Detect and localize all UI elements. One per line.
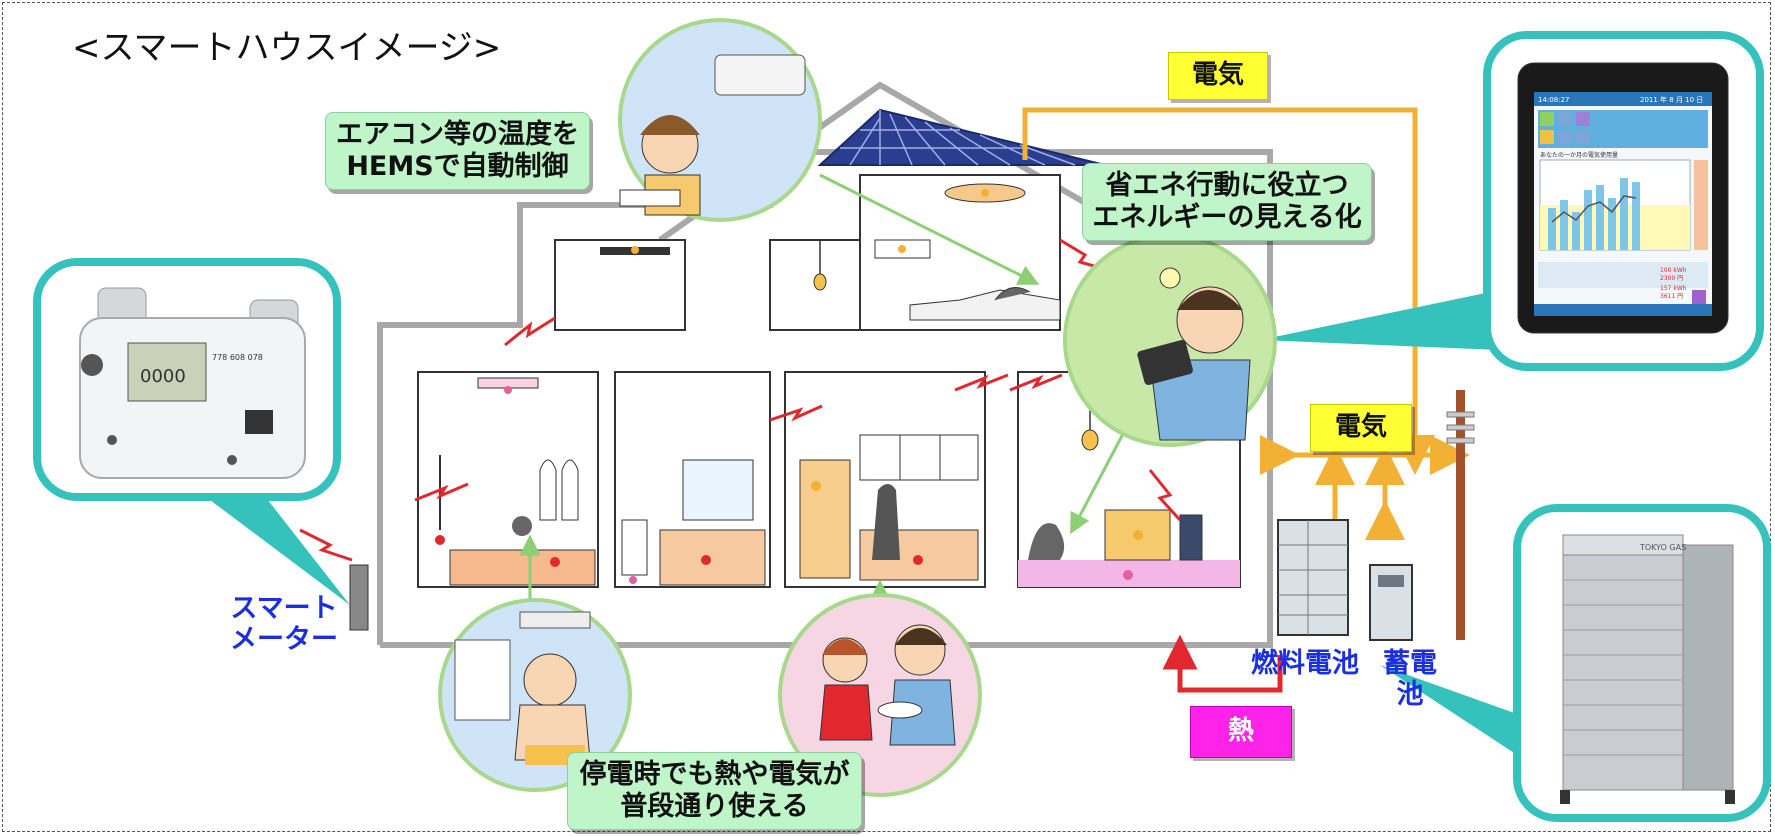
smart-meter-device — [349, 564, 369, 631]
tablet-usage-yen: 2300 円 — [1660, 275, 1683, 282]
upstairs-rooms — [554, 174, 1061, 331]
meter-reading: 0000 — [140, 366, 186, 387]
tablet-usage-kwh: 100 kWh — [1660, 267, 1687, 274]
tablet-chart-title: あなたの一か月の電気使用量 — [1540, 151, 1618, 159]
gas-meter-photo-callout — [33, 258, 341, 501]
fuel-cell-unit — [1277, 519, 1349, 636]
electricity-label-right: 電気 — [1310, 404, 1412, 452]
tablet-photo-callout — [1483, 31, 1764, 371]
storage-battery-unit — [1369, 564, 1413, 641]
smart-meter-label: スマート メーター — [230, 593, 338, 656]
bath-person-circle — [438, 598, 632, 792]
outage-callout: 停電時でも熱や電気が 普段通り使える — [567, 752, 862, 830]
electricity-lines — [1022, 107, 1470, 540]
meter-serial: 778 608 078 — [212, 353, 263, 362]
visualization-callout: 省エネ行動に役立つ エネルギーの見える化 — [1082, 163, 1372, 241]
wireless-signals — [299, 238, 1182, 562]
fuel-cell-photo-callout — [1513, 504, 1771, 822]
kitchen-people-circle — [778, 593, 982, 797]
callout-wedges — [210, 290, 1540, 770]
heat-arrow — [1162, 634, 1283, 693]
aircon-callout: エアコン等の温度を HEMSで自動制御 — [325, 112, 590, 190]
fuel-cell-label: 燃料電池 — [1251, 648, 1359, 679]
electricity-label-top: 電気 — [1168, 52, 1268, 100]
aircon-person-circle — [618, 18, 822, 222]
solar-panel — [817, 108, 1106, 166]
tablet-time: 14:08:27 — [1538, 96, 1569, 104]
tablet-total-kwh: 157 kWh — [1660, 285, 1687, 292]
tablet-total-yen: 3611 円 — [1660, 293, 1683, 300]
storage-battery-label: 蓄電池 — [1383, 648, 1437, 711]
heat-label: 熱 — [1190, 706, 1292, 758]
tablet-person-circle — [1063, 233, 1277, 447]
page-title: <スマートハウスイメージ> — [72, 28, 502, 68]
tablet-date: 2011 年 8 月 10 日 — [1640, 95, 1703, 104]
fuel-cell-brand: TOKYO GAS — [1639, 543, 1686, 552]
utility-pole — [1446, 390, 1475, 640]
